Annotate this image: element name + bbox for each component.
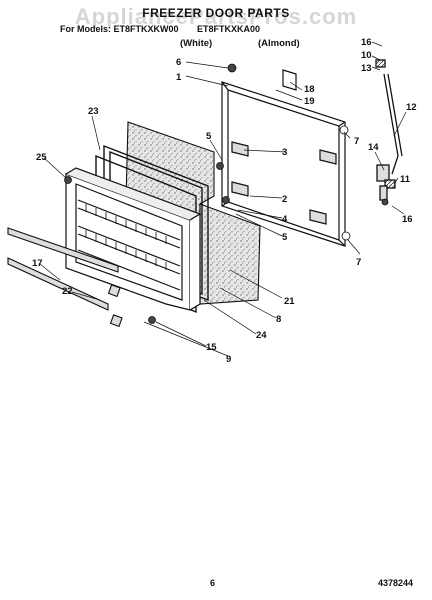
callout-15: 15 bbox=[206, 342, 217, 353]
callout-22: 22 bbox=[62, 286, 73, 297]
callout-4: 4 bbox=[282, 214, 288, 225]
door-shelf-slats bbox=[85, 204, 167, 270]
color-label-almond: (Almond) bbox=[258, 38, 300, 49]
callout-12: 12 bbox=[406, 102, 417, 113]
watermark: AppliancePartsPros.com bbox=[74, 4, 358, 29]
page-number: 6 bbox=[210, 578, 216, 588]
callout-10: 10 bbox=[361, 50, 372, 61]
callout-24: 24 bbox=[256, 330, 267, 341]
callout-16-top: 16 bbox=[361, 37, 372, 48]
leader-lines bbox=[39, 41, 407, 357]
callout-3: 3 bbox=[282, 147, 287, 158]
callout-7-top: 7 bbox=[354, 136, 359, 147]
callout-1: 1 bbox=[176, 72, 182, 83]
callout-25: 25 bbox=[36, 152, 47, 163]
callout-17: 17 bbox=[32, 258, 43, 269]
hinge-rod-part bbox=[375, 59, 403, 201]
shelf-bar-parts bbox=[7, 227, 123, 328]
diagram-title: FREEZER DOOR PARTS bbox=[142, 6, 290, 20]
color-label-white: (White) bbox=[180, 38, 213, 49]
screw-parts bbox=[64, 63, 389, 324]
model-number-almond: ET8FTKXKA00 bbox=[197, 24, 261, 34]
callout-19: 19 bbox=[304, 96, 315, 107]
callout-6: 6 bbox=[176, 57, 181, 68]
callout-2: 2 bbox=[282, 194, 287, 205]
callout-13: 13 bbox=[361, 63, 372, 74]
callout-5-top: 5 bbox=[206, 131, 212, 142]
callout-18: 18 bbox=[304, 84, 315, 95]
document-number: 4378244 bbox=[378, 578, 414, 588]
callout-5-bottom: 5 bbox=[282, 232, 288, 243]
callout-23: 23 bbox=[88, 106, 99, 117]
model-number-white: For Models: ET8FTKXKW00 bbox=[60, 24, 179, 34]
callout-11: 11 bbox=[400, 174, 411, 185]
door-frame-part bbox=[221, 69, 346, 247]
callout-16-bottom: 16 bbox=[402, 214, 413, 225]
callout-7-bottom: 7 bbox=[356, 257, 361, 268]
callout-8: 8 bbox=[276, 314, 281, 325]
callout-labels: 16 10 13 12 18 19 1 6 23 5 3 7 14 25 2 4… bbox=[32, 37, 417, 365]
callout-14: 14 bbox=[368, 142, 379, 153]
callout-9: 9 bbox=[226, 354, 231, 365]
callout-21: 21 bbox=[284, 296, 295, 307]
model-numbers: For Models: ET8FTKXKW00 ET8FTKXKA00 bbox=[60, 24, 276, 34]
